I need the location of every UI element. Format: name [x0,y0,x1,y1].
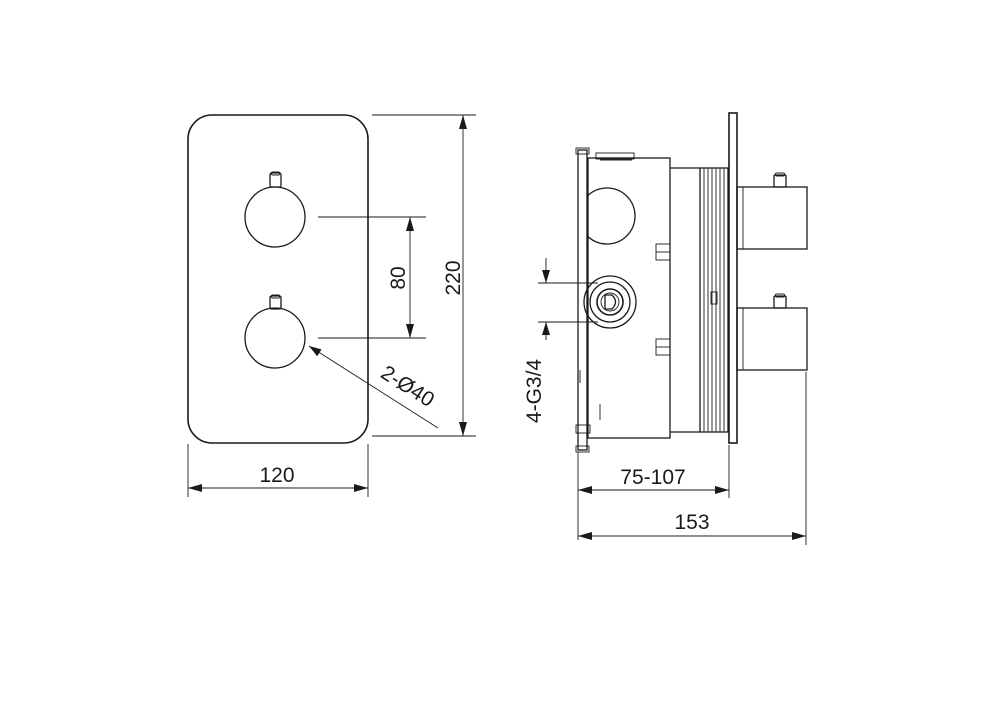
upper-knob [244,171,306,248]
dimension-front-width [187,444,369,497]
knob-diameter-label: 2-Ø40 [377,361,439,412]
upper-handle-side [736,172,808,250]
install-depth-label: 75-107 [620,466,685,489]
extension-sleeve [699,167,729,433]
upper-outlet [588,187,636,245]
cover-plate-side [728,112,738,444]
connection-dimension [538,258,598,340]
dimension-front-height [372,114,476,437]
total-depth-label: 153 [674,511,709,534]
front-plate-outline [187,114,369,444]
side-view: 4-G3/4 [523,112,808,545]
knob-diameter-leader [308,345,439,429]
lower-handle-side [736,293,808,371]
threaded-connection [583,275,637,329]
dimension-install-depth [577,445,730,540]
front-height-label: 220 [442,260,465,295]
front-width-label: 120 [259,464,294,487]
valve-body [579,152,700,439]
lower-knob [244,294,306,369]
front-view: 80 220 2-Ø40 120 [187,114,476,497]
dimension-knob-spacing [318,216,426,339]
knob-spacing-label: 80 [387,266,410,289]
rear-mounting-plate [575,147,591,453]
connections-label: 4-G3/4 [523,359,546,424]
dimension-total-depth [578,372,807,545]
